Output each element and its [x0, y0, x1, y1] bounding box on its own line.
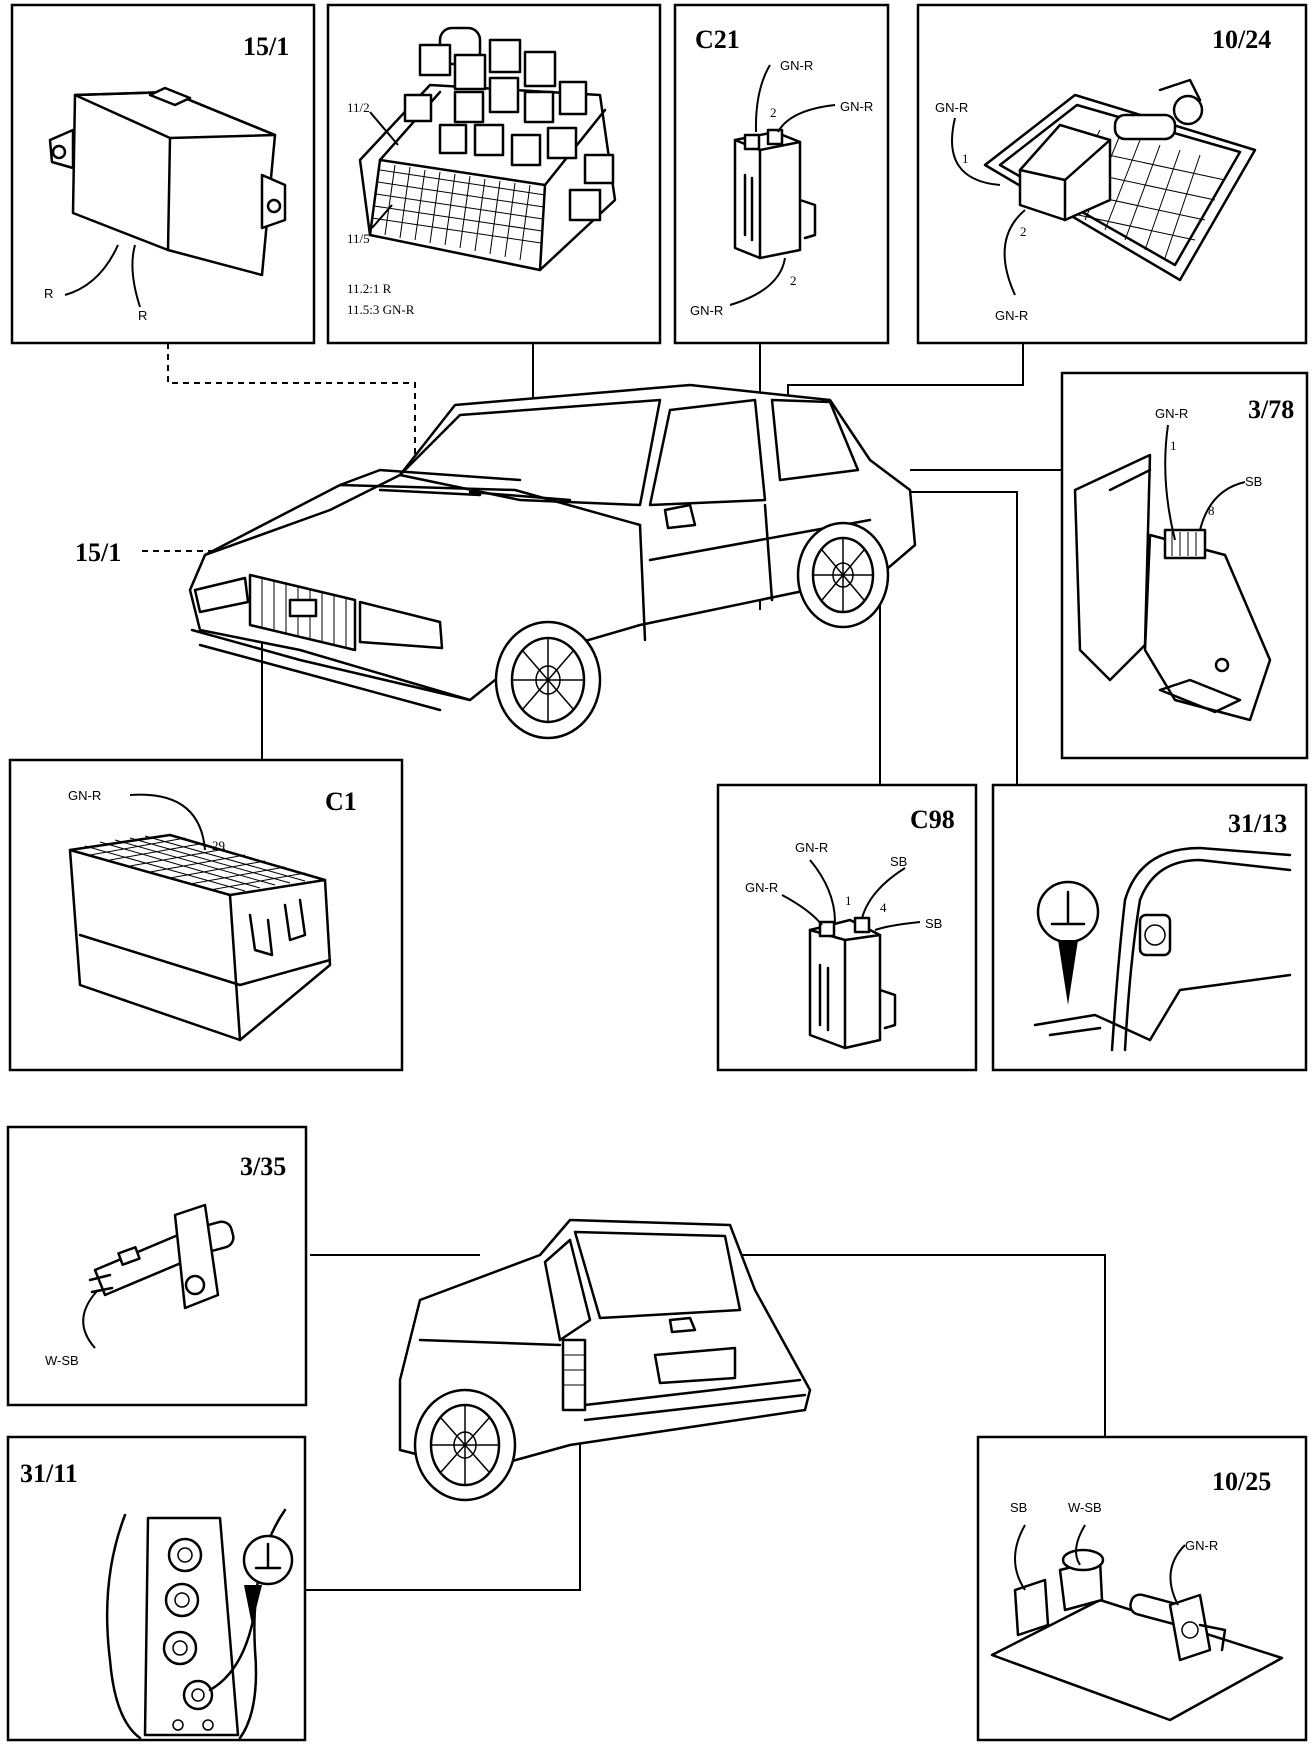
control-module-illustration — [48, 86, 287, 277]
connector-c1-illustration — [68, 833, 332, 1042]
wire-label-gnr: GN-R — [68, 788, 101, 803]
pin-label-11-5: 11/5 — [347, 231, 370, 246]
pin-label-2-top: 2 — [770, 105, 777, 120]
wire-label-sb: SB — [1010, 1500, 1027, 1515]
panel-title: 31/13 — [1228, 809, 1287, 838]
panel-title: 15/1 — [243, 32, 289, 61]
panel-15-1: 15/1 R R — [10, 3, 316, 345]
pin-label-1: 1 — [1170, 438, 1177, 453]
panel-title: C1 — [325, 787, 357, 816]
pin-label-29: 29 — [212, 838, 225, 853]
sedan-car-illustration: 15/1 — [75, 383, 917, 740]
panel-title: 3/78 — [1248, 395, 1294, 424]
wire-label-gnr1: GN-R — [935, 100, 968, 115]
panel-c1: C1 GN-R 29 — [8, 758, 404, 1072]
pin-label-4: 4 — [880, 900, 887, 915]
panel-10-24: 10/24 GN-R GN-R 1 2 — [916, 3, 1308, 345]
wire-label-gnr2: GN-R — [745, 880, 778, 895]
lamp-housing-illustration — [983, 78, 1257, 282]
panel-title: C21 — [695, 25, 740, 54]
pin-label-2: 2 — [1020, 224, 1027, 239]
panel-title: 10/24 — [1212, 25, 1271, 54]
ground-point-illustration — [1033, 846, 1292, 1052]
car-callout-label: 15/1 — [75, 538, 121, 567]
pin-label-1: 1 — [962, 151, 969, 166]
connector-c21-illustration — [733, 128, 817, 260]
wire-label-gnr2: GN-R — [840, 99, 873, 114]
panel-c21: C21 GN-R GN-R GN-R 2 2 — [673, 3, 890, 345]
relay-box-illustration — [358, 26, 617, 272]
wire-label-gnr3: GN-R — [690, 303, 723, 318]
wire-label-wsb: W-SB — [45, 1353, 79, 1368]
panel-3-35: 3/35 W-SB — [6, 1125, 308, 1407]
wire-label-gnr: GN-R — [1155, 406, 1188, 421]
panel-31-13: 31/13 — [991, 783, 1308, 1072]
wire-label-r1: R — [44, 286, 53, 301]
panel-title: 3/35 — [240, 1152, 286, 1181]
pin-label-1: 1 — [845, 893, 852, 908]
wire-label-sb1: SB — [890, 854, 907, 869]
panel-10-25: 10/25 SB W-SB GN-R — [976, 1435, 1308, 1742]
panel-title: 10/25 — [1212, 1467, 1271, 1496]
wire-label-r2: R — [138, 308, 147, 323]
pin-label-2-bottom: 2 — [790, 273, 797, 288]
wire-label-gnr1: GN-R — [795, 840, 828, 855]
tail-lamp-illustration — [105, 1508, 294, 1740]
panel-title: C98 — [910, 805, 955, 834]
panel-3-78: 3/78 GN-R SB 1 8 — [1060, 371, 1309, 760]
panel-title: 31/11 — [20, 1459, 78, 1488]
pin-label-11-2: 11/2 — [347, 100, 370, 115]
wire-label-gnr1: GN-R — [780, 58, 813, 73]
wire-label-gnr2: GN-R — [995, 308, 1028, 323]
wire-label-gnr: GN-R — [1185, 1538, 1218, 1553]
relay-note-2: 11.5:3 GN-R — [347, 302, 415, 317]
wire-label-wsb: W-SB — [1068, 1500, 1102, 1515]
lamp-holder-illustration — [990, 1548, 1284, 1722]
wagon-car-illustration — [398, 1218, 812, 1502]
wire-label-sb: SB — [1245, 474, 1262, 489]
panel-c98: C98 GN-R SB GN-R SB 1 4 — [716, 783, 978, 1072]
door-switch-illustration — [88, 1203, 235, 1310]
pin-label-8: 8 — [1208, 503, 1215, 518]
panel-31-11: 31/11 — [6, 1435, 307, 1742]
relay-note-1: 11.2:1 R — [347, 281, 392, 296]
panel-relay-box: 11/2 11/5 11.2:1 R 11.5:3 GN-R — [326, 3, 662, 345]
wire-label-sb2: SB — [925, 916, 942, 931]
switch-3-78-illustration — [1073, 453, 1272, 722]
